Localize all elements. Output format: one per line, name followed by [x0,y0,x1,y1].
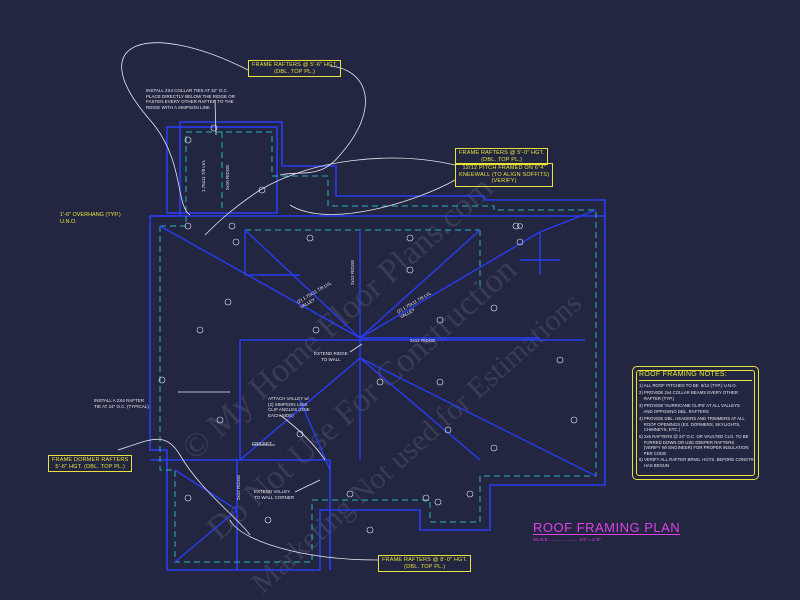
rafter-marks [158,124,578,534]
callout-rafters-8-0: FRAME RAFTERS @ 8'-0" HGT. (DBL. TOP PL.… [378,555,472,572]
ridge-label-dormer: 2x12 RIDGE [236,474,241,500]
callout-rafters-5-0: FRAME RAFTERS @ 5'-0" HGT. (DBL. TOP PL.… [455,148,549,165]
plan-scale: SCALE: ...................... 1/4" = 1'-… [533,537,601,542]
cricket-label: CRICKET [252,441,272,446]
ridge-label-center: 2x12 RIDGE [410,338,436,343]
plan-title: ROOF FRAMING PLAN [533,520,681,535]
note-item: 2) PROVIDE 2x4 COLLAR BEAMS EVERY OTHER … [639,390,738,401]
note-item: 5) 2x6 RAFTERS @ 24" O.C. OR VAULTED CLG… [639,434,749,456]
ridge-label-vertical: 2x12 RIDGE [350,259,355,285]
rafter-lines [159,209,597,563]
notes-title: ROOF FRAMING NOTES: [639,371,728,378]
extend-valley-label: EXTEND VALLEY TO WALL CORNER [254,489,295,500]
extend-ridge-label: EXTEND RIDGE TO WALL [314,351,348,362]
notes-inner-border [636,370,755,476]
rafter-tie-label: INSTALL A 2X4 RAFTER TIE AT 24" O.C. (TY… [94,398,149,409]
attach-valley-label: ATTACH VALLEY w/ (2) SIMPSON LS50 CLIP A… [268,396,310,418]
callout-rafters-5-6: FRAME RAFTERS @ 5'-6" HGT. (DBL. TOP PL.… [248,60,342,77]
collar-ties-label: INSTALL 2X4 COLLAR TIES AT 32" O.C. PLAC… [146,88,236,110]
callout-dormer-rafters: FRAME DORMER RAFTERS 5'-6" HGT. (DBL. TO… [48,455,133,472]
overhang-label: 1'-6" OVERHANG (TYP.) U.N.O. [60,212,121,225]
ridge-label-top: 2x10 RIDGE [225,164,230,190]
roof-framing-notes: ROOF FRAMING NOTES: 1) ALL ROOF PITCHES … [632,366,759,480]
callout-kneewall-pitch: 12/12 PITCH FRAMED ON 6"4" KNEEWALL (TO … [455,163,554,187]
note-item: 4) PROVIDE DBL. HEADERS AND TRIMMERS AT … [639,416,745,433]
note-item: 6) VERIFY ALL RAFTER BRNG. HGTS. BEFORE … [639,457,755,468]
note-item: 3) PROVIDE 'HURRICANE CLIPS' AT ALL VALL… [639,403,740,414]
notes-divider [639,380,752,381]
leader-lines [117,42,456,561]
wall-outline [149,121,606,571]
note-item: 1) ALL ROOF PITCHES TO BE 8/12 (TYP.) U.… [639,383,737,388]
lvl-label-top: 1.75x11 7/8 LVL [201,159,206,192]
